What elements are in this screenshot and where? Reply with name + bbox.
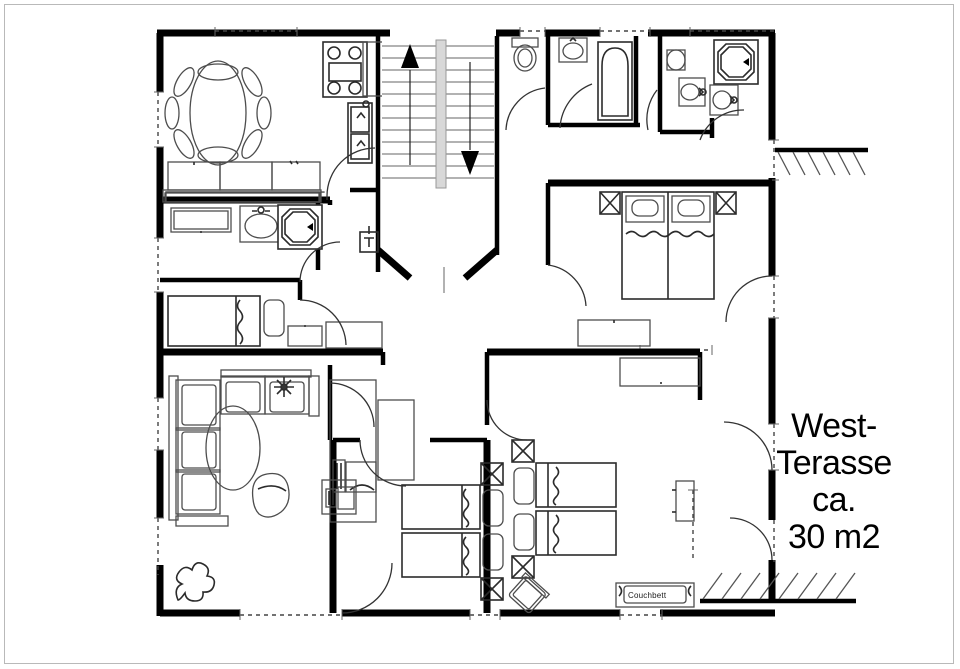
ensuite-shower-octagon (713, 39, 759, 85)
west-small-table (287, 325, 323, 347)
twin-right-nightstand-lower (513, 513, 535, 551)
twin-left-nightstand-x-bottom (480, 577, 504, 601)
west-nightstand (263, 299, 285, 337)
west-single-bed (167, 295, 261, 347)
ensuite-sink-right (709, 84, 739, 116)
living-palm-plant (175, 562, 216, 602)
kitchen-stove (322, 41, 368, 98)
master-cabinet-south (619, 357, 701, 387)
west-shower-octagon (277, 204, 323, 250)
living-plant-small (274, 377, 294, 397)
couchbett-label: Couchbett (628, 591, 667, 600)
twin-right-nightstand-upper (513, 467, 535, 505)
twin-right-bed-upper (535, 462, 617, 508)
west-bathtub (170, 207, 232, 233)
terrace-label: West- Terasse ca. 30 m2 (724, 408, 944, 556)
wc-sink-north (558, 36, 588, 63)
ensuite-toilet (666, 49, 686, 71)
twin-left-bed-lower (401, 532, 481, 578)
twin-left-nightstand-upper (482, 489, 504, 527)
wc-toilet-north (511, 37, 539, 72)
terrace-label-line4: 30 m2 (788, 518, 881, 556)
master-nightstand-right (715, 191, 737, 215)
terrace-label-line2: Terasse (776, 444, 892, 482)
twin-right-chair-rotated (508, 571, 551, 614)
twin-right-bed-lower (535, 510, 617, 556)
couchbett-furniture (615, 582, 695, 608)
living-sofa-top (220, 369, 320, 417)
master-nightstand-left (599, 191, 621, 215)
door-swings (299, 83, 773, 614)
master-bed (621, 191, 715, 300)
living-armchair (251, 472, 290, 518)
living-sofa-long (168, 375, 229, 527)
terrace-label-line3: ca. (812, 481, 856, 519)
terrace-hatch-south (700, 572, 856, 604)
living-shelf-right (377, 399, 415, 481)
terrace-hatch-north (775, 147, 868, 176)
hall-washbasin (359, 226, 379, 253)
bathtub-north (597, 41, 633, 121)
twin-left-nightstand-lower (482, 533, 504, 571)
living-sideboard (329, 379, 377, 523)
staircase (382, 39, 494, 189)
living-coffee-table (205, 405, 261, 491)
twin-left-nightstand-x-top (480, 462, 504, 486)
west-bath-sink (239, 205, 283, 243)
west-upper-cabinet-row (167, 160, 321, 191)
exterior-walls (156, 29, 776, 617)
twin-left-tv-console (321, 479, 357, 515)
master-dresser (577, 319, 651, 347)
ensuite-sink-lower (678, 77, 707, 107)
twin-left-bed-upper (401, 484, 481, 530)
west-sideboard-right (325, 321, 383, 349)
bottom-right-cabinet (672, 480, 695, 522)
terrace-label-line1: West- (791, 407, 877, 445)
dining-table-group (164, 60, 272, 166)
twin-right-nightstand-x-top (511, 439, 535, 463)
west-bath-counter (165, 191, 320, 203)
